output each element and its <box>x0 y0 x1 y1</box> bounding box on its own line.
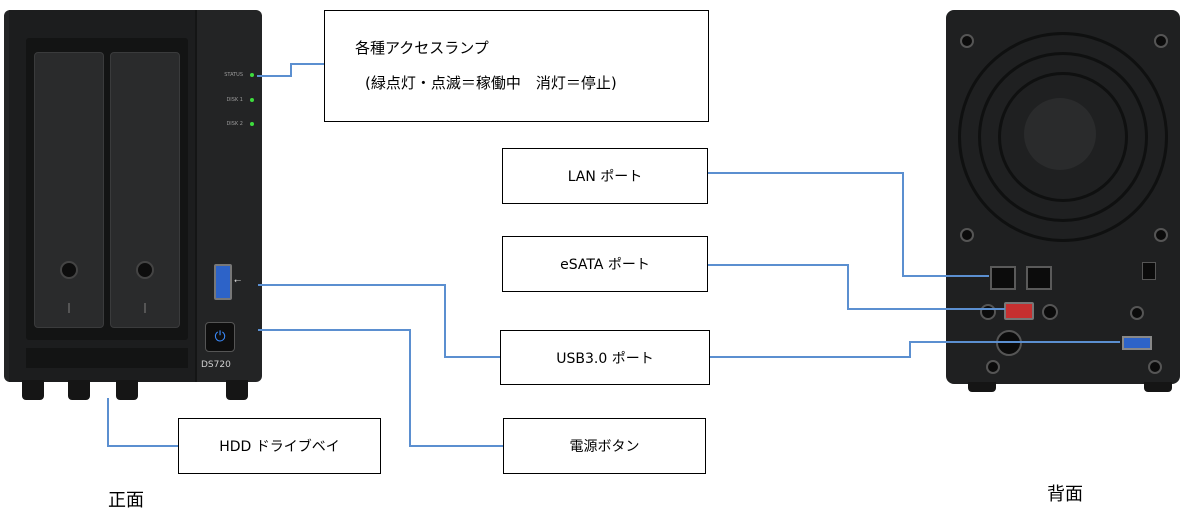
kensington-lock <box>1142 262 1156 280</box>
esata-port <box>1004 302 1034 320</box>
disk1-led <box>250 98 254 102</box>
hdd-bay-callout: HDD ドライブベイ <box>178 418 381 474</box>
status-led <box>250 73 254 77</box>
drive-tray-1 <box>34 52 104 328</box>
foot <box>226 380 248 400</box>
access-lamp-title: 各種アクセスランプ <box>355 39 489 57</box>
lan-port-1 <box>990 266 1016 290</box>
front-usb-port <box>214 264 232 300</box>
line-esata <box>708 264 1005 310</box>
fan-grille <box>956 30 1170 244</box>
line-lan <box>708 172 989 277</box>
nas-back-image <box>946 10 1180 384</box>
drive-tray-2 <box>110 52 180 328</box>
nas-front-image <box>4 10 262 382</box>
access-lamp-callout: 各種アクセスランプ (緑点灯・点滅＝稼働中 消灯＝停止) <box>324 10 709 122</box>
tray-lock-2 <box>136 261 154 279</box>
usb-callout: USB3.0 ポート <box>500 330 710 385</box>
line-access-lamp <box>257 63 325 77</box>
access-lamp-note: (緑点灯・点滅＝稼働中 消灯＝停止) <box>365 74 617 92</box>
led-label-disk2: DISK 2 <box>226 121 243 127</box>
fan-hub <box>1024 98 1096 170</box>
lan-callout: LAN ポート <box>502 148 708 204</box>
back-usb-port <box>1122 336 1152 350</box>
esata-callout: eSATA ポート <box>502 236 708 292</box>
line-hdd-bay <box>107 398 178 447</box>
foot <box>22 380 44 400</box>
power-button-icon: ⏻ <box>205 322 235 352</box>
led-label-disk1: DISK 1 <box>226 97 243 103</box>
line-usb-front <box>258 284 500 358</box>
line-power <box>258 329 503 447</box>
model-label: DS720 <box>201 360 231 370</box>
power-callout: 電源ボタン <box>503 418 706 474</box>
foot <box>116 380 138 400</box>
line-usb-back <box>708 341 1120 358</box>
drive-bay-frame <box>26 38 188 340</box>
back-caption: 背面 <box>1047 484 1083 505</box>
front-caption: 正面 <box>108 490 144 511</box>
foot <box>68 380 90 400</box>
usb-icon: ⭠ <box>234 276 242 286</box>
led-label-status: STATUS <box>224 72 243 78</box>
disk2-led <box>250 122 254 126</box>
lan-port-2 <box>1026 266 1052 290</box>
tray-lock-1 <box>60 261 78 279</box>
